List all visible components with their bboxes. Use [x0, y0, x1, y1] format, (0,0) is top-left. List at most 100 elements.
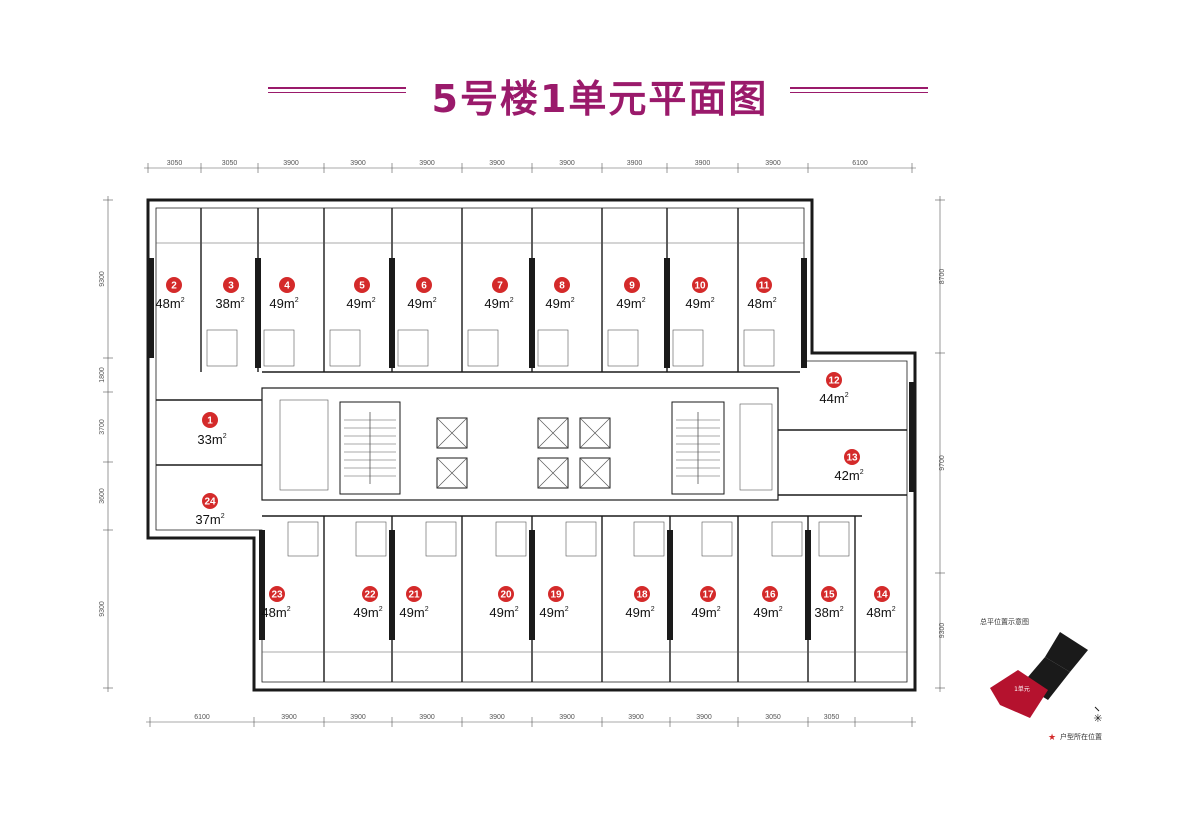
- unit-area-16: 49m2: [753, 605, 782, 620]
- unit-area-value: 48m: [261, 605, 286, 620]
- unit-area-superscript: 2: [773, 297, 777, 304]
- bottom-dimension-label: 3900: [696, 714, 712, 721]
- unit-number-5: 5: [359, 281, 365, 292]
- bottom-shear-wall: [805, 530, 811, 640]
- unit-area-superscript: 2: [223, 433, 227, 440]
- bottom-bathroom: [701, 521, 733, 557]
- bottom-bathroom: [287, 521, 319, 557]
- unit-number-3: 3: [228, 281, 234, 292]
- top-bathroom: [743, 329, 775, 367]
- unit-area-superscript: 2: [845, 392, 849, 399]
- top-bathroom: [206, 329, 238, 367]
- bottom-bathroom: [425, 521, 457, 557]
- unit-area-23: 48m2: [261, 605, 290, 620]
- unit-area-15: 38m2: [814, 605, 843, 620]
- unit-number-4: 4: [284, 281, 290, 292]
- stair-enclosure: [671, 401, 725, 495]
- unit-number-11: 11: [759, 281, 770, 292]
- room-partitions: [148, 208, 915, 682]
- unit-number-8: 8: [559, 281, 565, 292]
- site-building-north: [1045, 632, 1088, 672]
- bottom-dimension-label: 3900: [350, 714, 366, 721]
- unit-number-7: 7: [497, 281, 503, 292]
- elevator-shaft: [537, 417, 569, 449]
- stair-elevator-core: [279, 399, 773, 495]
- unit-area-superscript: 2: [510, 297, 514, 304]
- top-bathroom: [607, 329, 639, 367]
- unit-area-superscript: 2: [295, 297, 299, 304]
- bottom-bathroom: [633, 521, 665, 557]
- page-title: 5号楼1单元平面图: [431, 77, 769, 121]
- top-bathroom: [467, 329, 499, 367]
- unit-number-1: 1: [207, 416, 213, 427]
- unit-marker-12: [826, 372, 842, 388]
- bottom-bathroom: [565, 521, 597, 557]
- unit-area-18: 49m2: [625, 605, 654, 620]
- shaft-block: [739, 403, 773, 491]
- top-dimension-label: 3900: [559, 160, 575, 167]
- right-dimension-label: 8700: [939, 269, 946, 285]
- top-bathroom: [397, 329, 429, 367]
- unit-marker-9: [624, 277, 640, 293]
- unit-area-value: 49m: [489, 605, 514, 620]
- bottom-bathroom: [355, 521, 387, 557]
- title-bar: 5号楼1单元平面图: [0, 62, 1200, 122]
- unit-number-22: 22: [364, 590, 376, 601]
- bottom-shear-wall: [529, 530, 535, 640]
- elevator-shaft: [436, 457, 468, 489]
- unit-marker-5: [354, 277, 370, 293]
- top-shear-wall: [389, 258, 395, 368]
- unit-number-6: 6: [421, 281, 427, 292]
- unit-area-value: 42m: [834, 468, 859, 483]
- unit-area-superscript: 2: [425, 606, 429, 613]
- unit-marker-10: [692, 277, 708, 293]
- elevator-cross: [579, 417, 611, 449]
- unit-marker-15: [821, 586, 837, 602]
- bottom-shear-wall: [259, 530, 265, 640]
- top-dimension-label: 3900: [419, 160, 435, 167]
- unit-number-14: 14: [876, 590, 888, 601]
- unit-area-superscript: 2: [779, 606, 783, 613]
- unit-area-superscript: 2: [241, 297, 245, 304]
- unit-area-superscript: 2: [433, 297, 437, 304]
- left-dimension-label: 3700: [99, 419, 106, 435]
- top-shear-wall: [255, 258, 261, 368]
- unit-area-7: 49m2: [484, 296, 513, 311]
- unit-area-value: 49m: [353, 605, 378, 620]
- unit-area-value: 48m: [747, 296, 772, 311]
- unit-number-23: 23: [271, 590, 283, 601]
- unit-area-value: 48m: [155, 296, 180, 311]
- bottom-shear-wall: [667, 530, 673, 640]
- top-dimension-label: 3900: [695, 160, 711, 167]
- unit-area-value: 49m: [691, 605, 716, 620]
- elevator-cross: [537, 457, 569, 489]
- bottom-dimension-label: 3050: [765, 714, 781, 721]
- unit-area-superscript: 2: [840, 606, 844, 613]
- unit-marker-23: [269, 586, 285, 602]
- unit-number-12: 12: [828, 376, 840, 387]
- unit-number-19: 19: [550, 590, 562, 601]
- unit-number-20: 20: [500, 590, 512, 601]
- unit-area-value: 49m: [346, 296, 371, 311]
- unit-marker-1: [202, 412, 218, 428]
- elevator-cross: [537, 417, 569, 449]
- site-map-label: 总平位置示意图: [980, 617, 1029, 626]
- top-dimension-label: 3050: [167, 160, 183, 167]
- bottom-dimension-label: 3900: [419, 714, 435, 721]
- unit-area-21: 49m2: [399, 605, 428, 620]
- unit-marker-6: [416, 277, 432, 293]
- unit-area-11: 48m2: [747, 296, 776, 311]
- site-legend-label: 户型所在位置: [1060, 732, 1102, 741]
- unit-area-superscript: 2: [892, 606, 896, 613]
- right-dimension-label: 9300: [939, 623, 946, 639]
- unit-area-8: 49m2: [545, 296, 574, 311]
- unit-number-18: 18: [636, 590, 648, 601]
- north-arrow-mark: [1094, 706, 1100, 712]
- unit-marker-16: [762, 586, 778, 602]
- unit-area-superscript: 2: [287, 606, 291, 613]
- top-bathroom: [329, 329, 361, 367]
- top-shear-wall: [529, 258, 535, 368]
- unit-number-13: 13: [846, 453, 858, 464]
- top-bathroom: [537, 329, 569, 367]
